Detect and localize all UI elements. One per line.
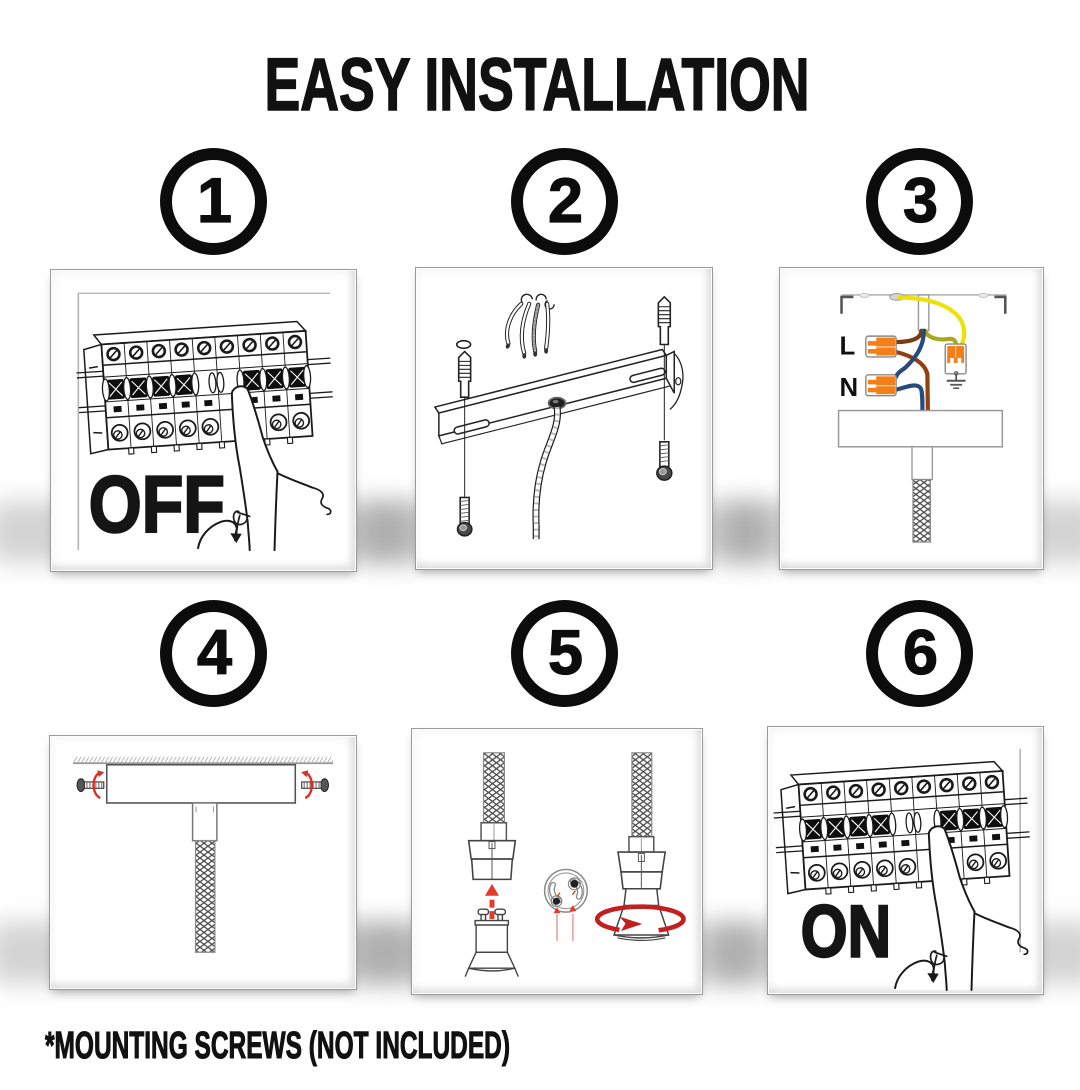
svg-text:EASY INSTALLATION: EASY INSTALLATION [265, 43, 810, 126]
svg-text:L: L [840, 332, 856, 360]
svg-text:N: N [840, 374, 859, 402]
svg-text:OFF: OFF [89, 459, 225, 548]
svg-text:*MOUNTING SCREWS (NOT INCLUDED: *MOUNTING SCREWS (NOT INCLUDED) [45, 1025, 510, 1067]
svg-text:ON: ON [801, 890, 891, 972]
